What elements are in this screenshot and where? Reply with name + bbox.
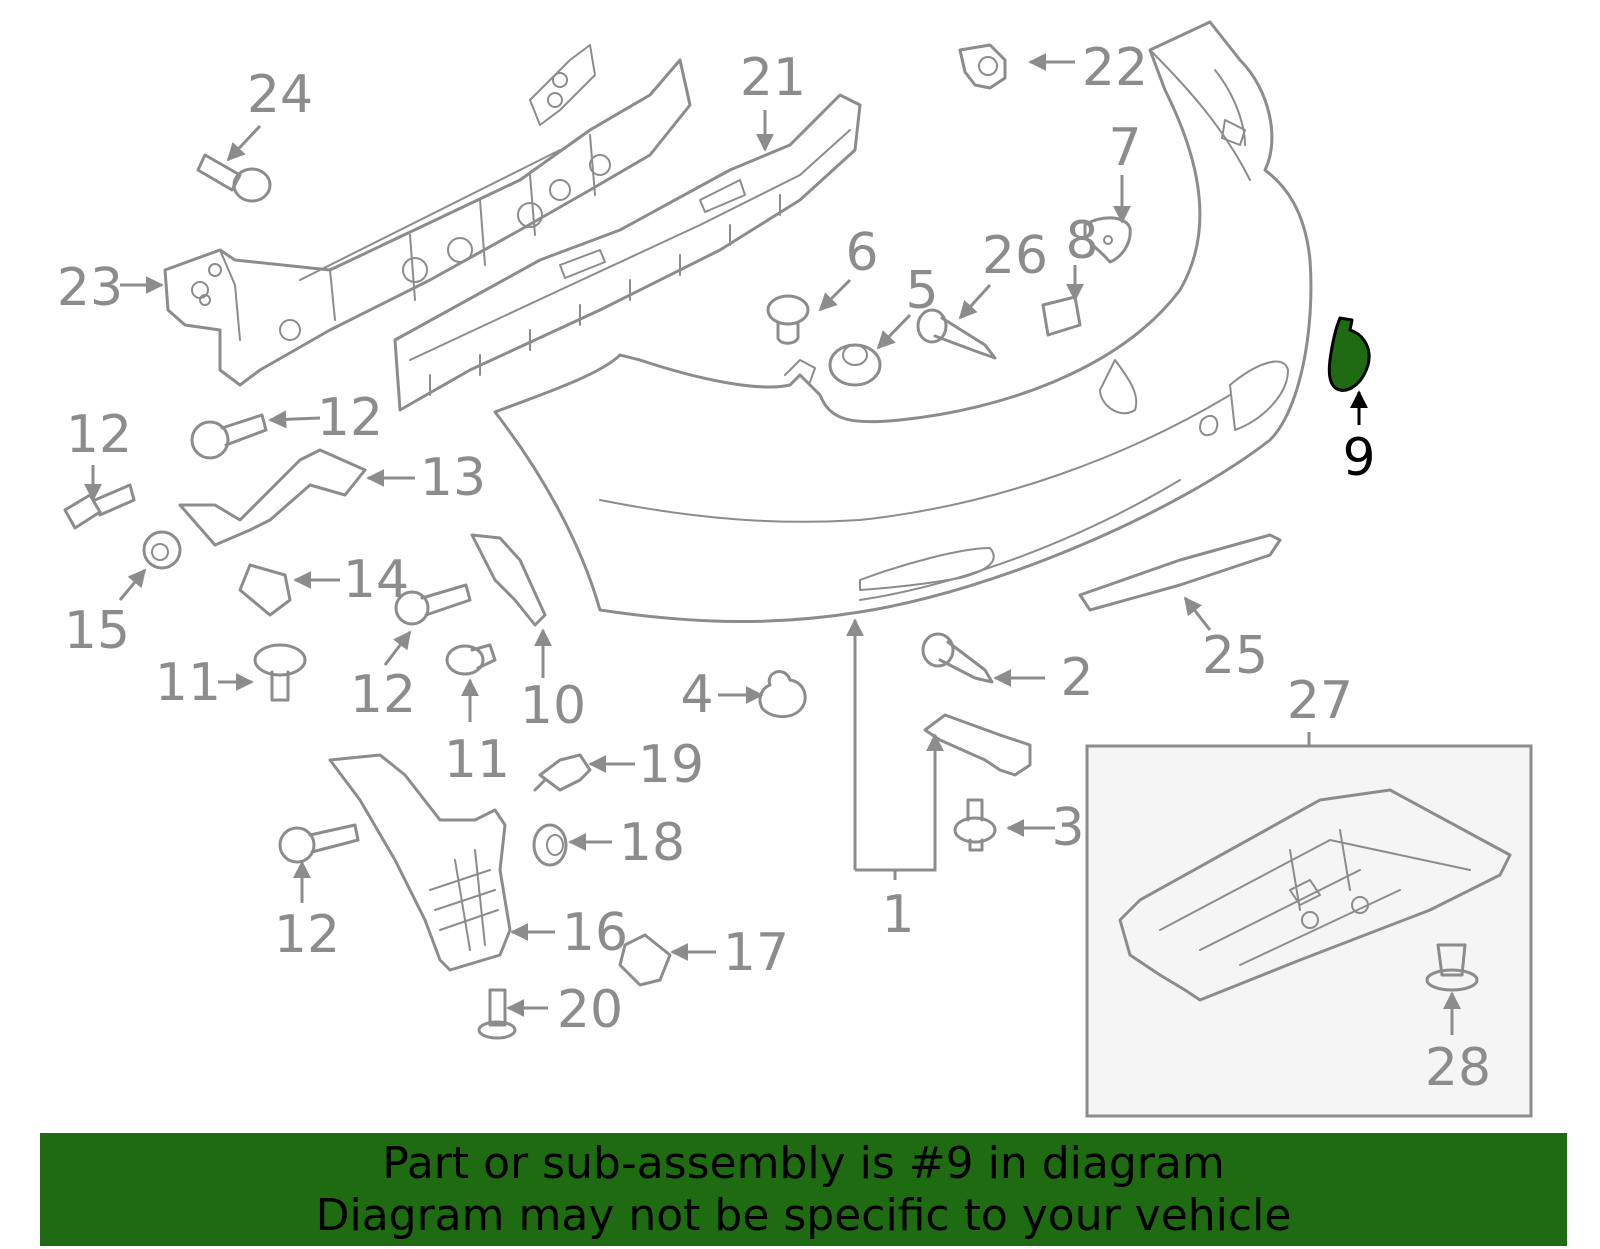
label-7: 7 [1108, 118, 1141, 178]
screw-26 [916, 308, 997, 360]
label-24: 24 [247, 65, 313, 125]
bolt-12-left [63, 483, 136, 530]
label-1: 1 [881, 885, 914, 945]
bolt-12-upper [190, 413, 268, 460]
grommet-5 [828, 343, 882, 387]
label-17: 17 [723, 923, 789, 983]
label-21: 21 [740, 48, 806, 108]
label-26: 26 [982, 226, 1048, 286]
label-4: 4 [680, 665, 713, 725]
part-9-highlighted [1327, 316, 1371, 392]
label-27: 27 [1287, 671, 1353, 731]
screw-2 [921, 632, 994, 684]
bumper-cover [493, 20, 1313, 624]
bolt-12-lower [278, 823, 360, 864]
label-18: 18 [619, 813, 685, 873]
reflector-25 [1078, 533, 1282, 612]
grommet-22 [958, 43, 1007, 90]
nut-15 [142, 530, 182, 570]
grommet-4 [758, 670, 807, 718]
label-28: 28 [1425, 1038, 1491, 1098]
undercover-inset [1085, 744, 1533, 1118]
label-9: 9 [1342, 428, 1375, 488]
label-20: 20 [557, 980, 623, 1040]
label-5: 5 [905, 261, 938, 321]
pin-20 [477, 988, 517, 1040]
clip-28 [1425, 943, 1479, 992]
energy-absorber [393, 93, 862, 412]
label-8: 8 [1065, 211, 1098, 271]
bracket-7 [1083, 216, 1132, 264]
label-25: 25 [1202, 626, 1268, 686]
clip-11-mid [445, 643, 497, 676]
reinforcement-beam [163, 44, 692, 387]
clip-11-left [253, 643, 307, 702]
label-16: 16 [562, 903, 628, 963]
nut-18 [532, 823, 568, 867]
label-15: 15 [64, 601, 130, 661]
label-6: 6 [845, 223, 878, 283]
banner-line-disclaimer: Diagram may not be specific to your vehi… [315, 1189, 1292, 1241]
label-12-upper: 12 [317, 388, 383, 448]
clip-19 [533, 753, 592, 792]
label-10: 10 [520, 676, 586, 736]
pad-8 [1041, 295, 1082, 337]
label-12-left: 12 [66, 405, 132, 465]
label-23: 23 [57, 258, 123, 318]
bracket-13 [178, 448, 367, 547]
bolt-12-mid [394, 583, 472, 626]
banner-line-part: Part or sub-assembly is #9 in diagram [382, 1137, 1225, 1189]
label-2: 2 [1060, 648, 1093, 708]
clip-6 [766, 294, 810, 345]
label-13: 13 [420, 448, 486, 508]
bracket-lower [923, 713, 1032, 777]
label-22: 22 [1082, 38, 1148, 98]
label-12-lower: 12 [274, 905, 340, 965]
label-11-mid: 11 [444, 730, 510, 790]
label-3: 3 [1051, 798, 1084, 858]
info-banner: Part or sub-assembly is #9 in diagram Di… [40, 1133, 1567, 1246]
label-14: 14 [343, 550, 409, 610]
clip-17 [618, 933, 672, 987]
mudguard-16 [328, 753, 512, 972]
clip-14 [238, 563, 292, 617]
screw-3 [953, 798, 997, 852]
label-11-left: 11 [155, 653, 221, 713]
label-19: 19 [638, 735, 704, 795]
label-12-mid: 12 [350, 665, 416, 725]
bolt-24 [196, 153, 272, 203]
bracket-10 [470, 533, 547, 627]
leader-lines [84, 53, 1461, 1035]
callout-labels: 1 2 3 4 5 6 7 8 9 10 11 11 12 12 12 12 1… [57, 38, 1491, 1098]
